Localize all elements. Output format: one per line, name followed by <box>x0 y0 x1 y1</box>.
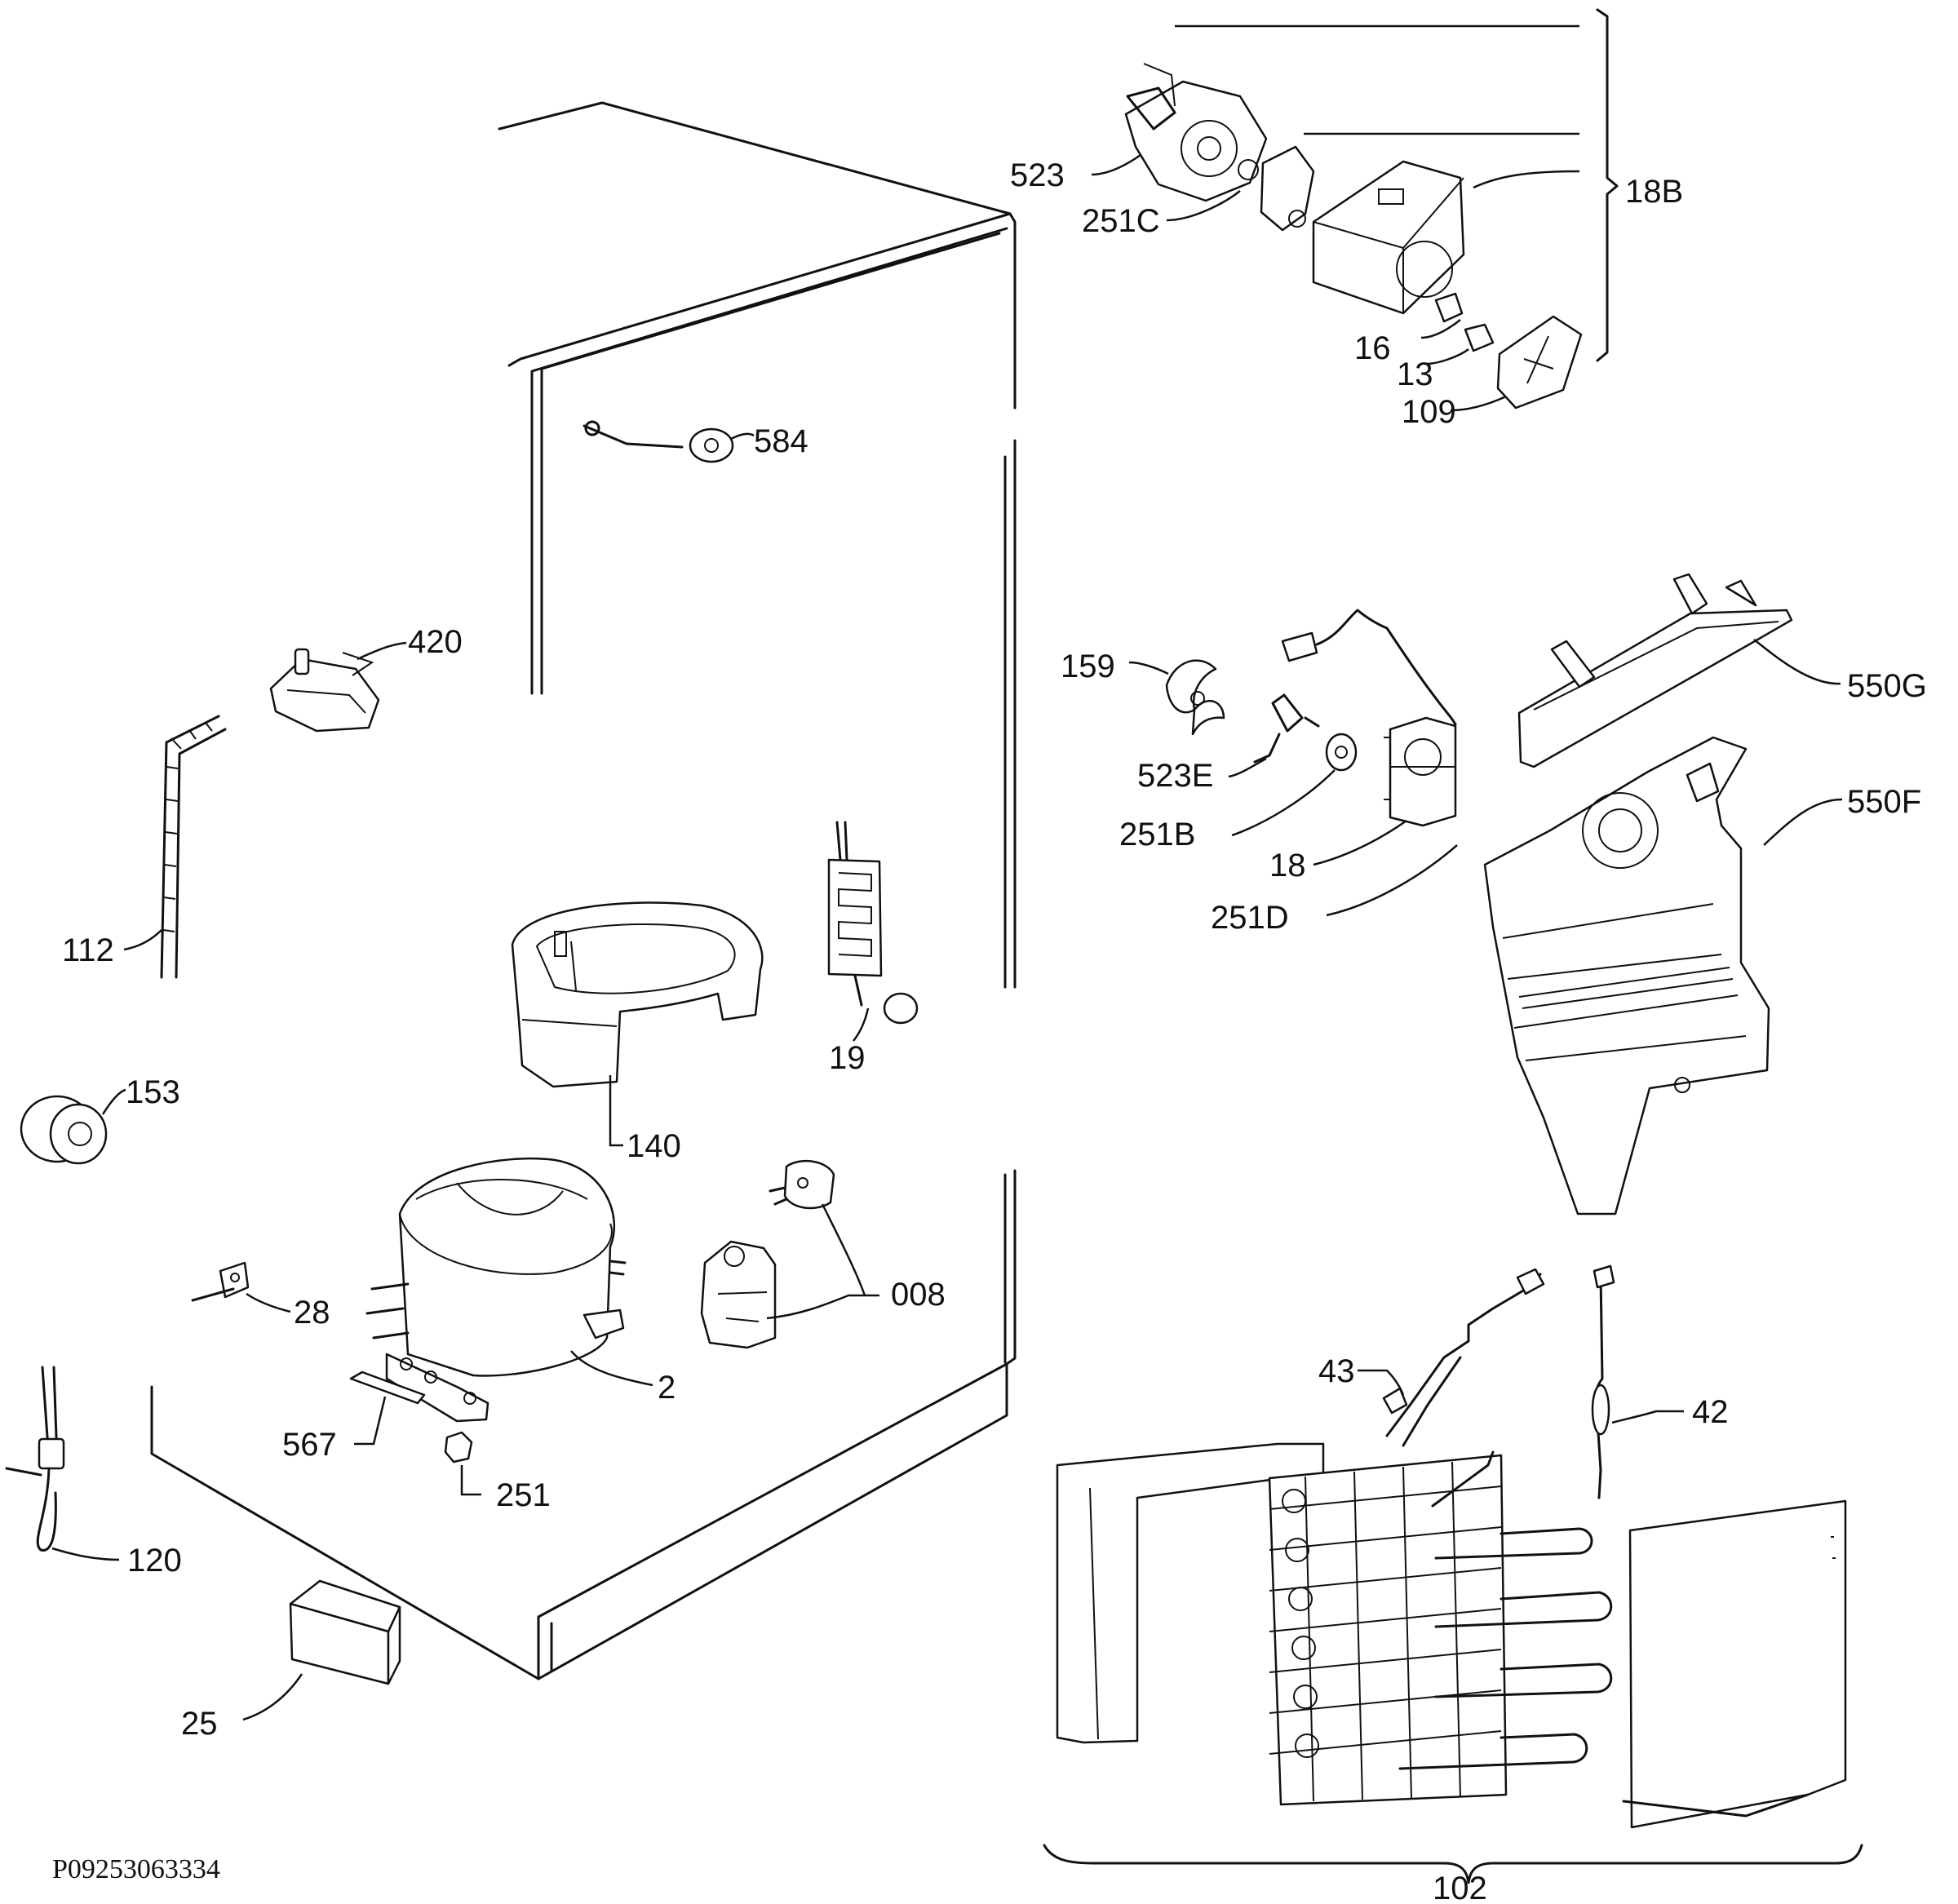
evaporator-102-drawing <box>1056 1264 1847 1829</box>
label-28: 28 <box>294 1295 330 1331</box>
lamp-153-drawing <box>20 1095 108 1165</box>
label-2: 2 <box>658 1370 676 1406</box>
label-18b: 18B <box>1625 174 1683 210</box>
compressor-2-drawing <box>365 1157 627 1423</box>
door-switch-584-drawing <box>583 420 734 463</box>
label-523e: 523E <box>1137 758 1213 794</box>
lamp-holder-420-drawing <box>269 648 380 733</box>
label-251c: 251C <box>1082 203 1160 239</box>
label-251: 251 <box>496 1477 551 1513</box>
label-120: 120 <box>127 1543 182 1579</box>
label-567: 567 <box>282 1427 337 1463</box>
fan-motor-18-drawing <box>1281 609 1457 827</box>
fan-blade-159-drawing <box>1165 659 1225 736</box>
label-109: 109 <box>1402 394 1456 430</box>
label-13: 13 <box>1397 356 1433 392</box>
leader-lines <box>51 24 1843 1721</box>
label-251b: 251B <box>1119 817 1195 852</box>
label-153: 153 <box>126 1074 180 1110</box>
label-102: 102 <box>1433 1871 1487 1904</box>
label-523: 523 <box>1010 157 1065 193</box>
reference-number: P09253063334 <box>52 1854 220 1884</box>
fan-assembly-18b-drawing <box>1124 63 1583 410</box>
duct-cover-550g-drawing <box>1517 573 1793 768</box>
plate-567-drawing <box>349 1370 426 1405</box>
label-008: 008 <box>891 1277 946 1313</box>
label-550f: 550F <box>1847 784 1921 820</box>
label-159: 159 <box>1061 649 1115 684</box>
label-140: 140 <box>627 1128 681 1164</box>
relay-008-drawing <box>700 1160 835 1349</box>
capacitor-25-drawing <box>289 1579 401 1685</box>
label-584: 584 <box>754 423 808 459</box>
sensor-120-drawing <box>5 1366 65 1552</box>
label-251d: 251D <box>1211 900 1289 936</box>
label-550g: 550G <box>1847 668 1927 704</box>
mount-523e-drawing <box>1253 693 1320 764</box>
label-19: 19 <box>829 1040 866 1076</box>
label-18: 18 <box>1269 848 1306 883</box>
gear-251b-drawing <box>1325 733 1358 772</box>
label-16: 16 <box>1354 330 1391 366</box>
nut-251-drawing <box>444 1431 473 1463</box>
duct-panel-550f-drawing <box>1483 736 1770 1215</box>
label-42: 42 <box>1692 1394 1729 1430</box>
part-labels: 523 251C 16 13 109 18B 584 420 112 153 1… <box>52 157 1927 1904</box>
label-420: 420 <box>408 624 463 660</box>
group-brace-102 <box>1043 1844 1863 1884</box>
group-brace-18b <box>1596 8 1619 362</box>
cabinet-drawing <box>150 101 1017 1680</box>
drain-tube-112-drawing <box>160 715 227 979</box>
label-25: 25 <box>181 1706 218 1742</box>
compressor-tray-140-drawing <box>511 901 764 1088</box>
bracket-28-drawing <box>191 1261 250 1302</box>
defrost-heater-19-drawing <box>827 821 919 1025</box>
label-43: 43 <box>1318 1353 1355 1389</box>
label-112: 112 <box>62 932 114 968</box>
